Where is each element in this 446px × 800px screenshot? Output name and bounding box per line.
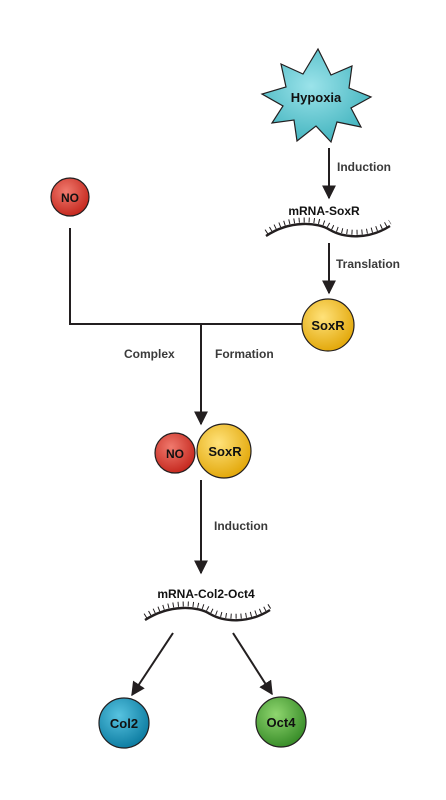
mrna-soxr-strand	[264, 217, 392, 238]
complex-no-label: NO	[166, 447, 184, 461]
hypoxia-node: Hypoxia	[260, 47, 373, 144]
no-node-top: NO	[50, 177, 90, 217]
translation-label: Translation	[336, 257, 400, 271]
soxr-label: SoxR	[311, 318, 345, 333]
oct4-arrow	[232, 632, 273, 696]
induction-label-1: Induction	[337, 160, 391, 174]
no-top-label: NO	[61, 191, 79, 205]
mrna-soxr-label: mRNA-SoxR	[288, 204, 360, 218]
complex-label: Complex	[124, 347, 175, 361]
no-soxr-complex: NO SoxR	[154, 423, 252, 479]
complex-soxr-label: SoxR	[208, 444, 242, 459]
induction-label-2: Induction	[214, 519, 268, 533]
formation-label: Formation	[215, 347, 274, 361]
oct4-label: Oct4	[267, 715, 297, 730]
mrna-col2-oct4-strand	[143, 601, 272, 622]
hypoxia-starburst	[260, 47, 373, 144]
col2-node: Col2	[98, 697, 150, 749]
complex-soxr-circle	[196, 423, 252, 479]
complex-no-circle	[154, 432, 196, 474]
col2-label: Col2	[110, 716, 138, 731]
mrna-col2-oct4-label: mRNA-Col2-Oct4	[157, 587, 255, 601]
col2-arrow	[131, 632, 174, 697]
soxr-node: SoxR	[301, 298, 355, 352]
oct4-node: Oct4	[255, 696, 307, 748]
hypoxia-label: Hypoxia	[291, 90, 342, 105]
